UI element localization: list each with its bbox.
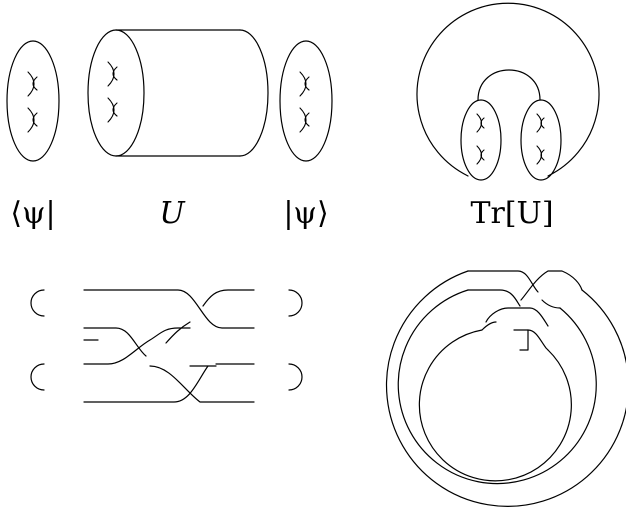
bra-handle-top xyxy=(27,71,38,97)
trace-handle-right-bottom xyxy=(536,145,545,165)
ket-surface xyxy=(279,40,333,162)
unitary-cylinder xyxy=(87,29,269,157)
braid-closure-diagram xyxy=(385,270,626,507)
ket-handle-top xyxy=(299,71,310,97)
closure-inner-loop xyxy=(418,329,572,482)
closure-middle-loop xyxy=(397,289,597,485)
closure-crossings xyxy=(467,270,583,351)
unitary-handle-bottom xyxy=(107,97,118,123)
trace-handle-right-top xyxy=(536,113,545,133)
bra-surface xyxy=(6,40,60,162)
unitary-label: U xyxy=(159,196,185,231)
bra-handle-bottom xyxy=(27,107,38,133)
bra-label: ⟨ψ| xyxy=(10,196,56,231)
unitary-handle-top xyxy=(107,61,118,87)
braid-left-caps xyxy=(30,289,45,391)
braid-diagram xyxy=(30,289,303,403)
braid-right-caps xyxy=(288,289,303,391)
closure-outer-loop xyxy=(385,270,626,507)
trace-handle-left-top xyxy=(476,113,485,133)
trace-label: Tr[U] xyxy=(470,196,554,231)
ket-label: |ψ⟩ xyxy=(283,196,329,231)
trace-surface xyxy=(416,2,600,181)
trace-handle-left-bottom xyxy=(476,145,485,165)
braid-strands xyxy=(83,289,255,403)
ket-handle-bottom xyxy=(299,107,310,133)
